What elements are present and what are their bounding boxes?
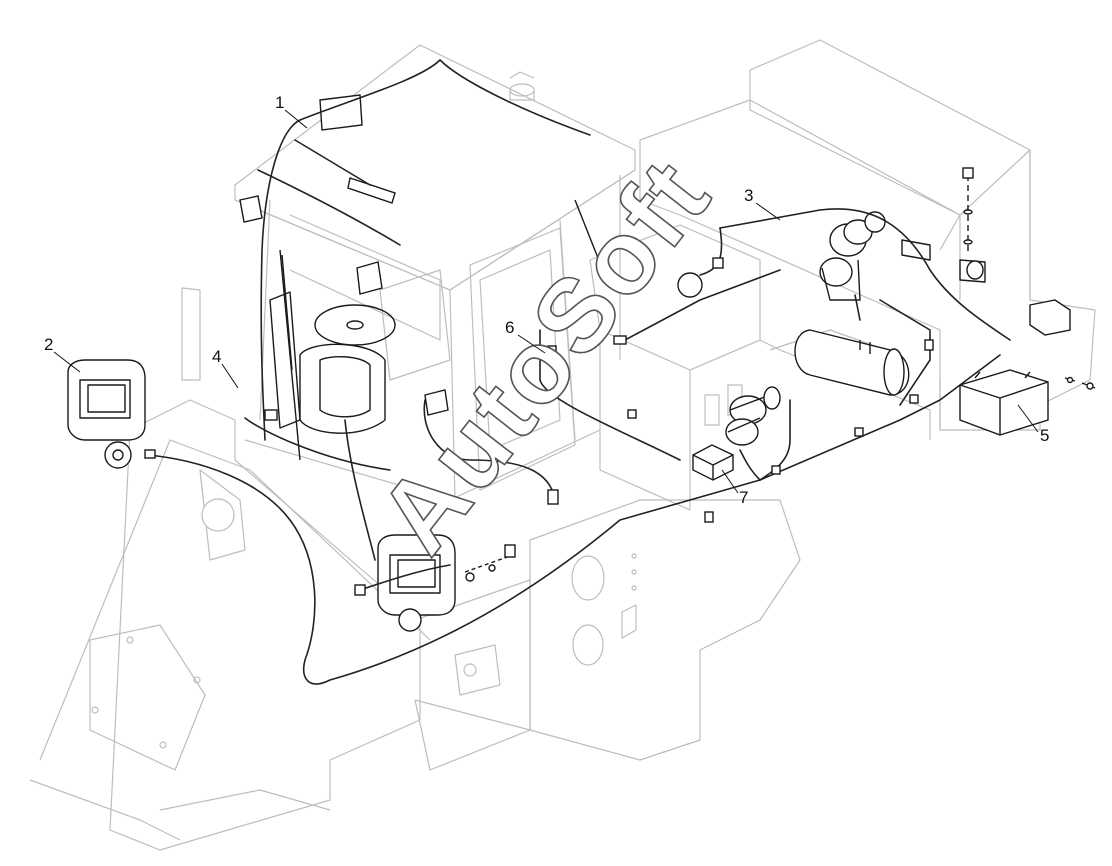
callout-2: 2	[44, 335, 81, 373]
harness-connectors	[144, 257, 934, 596]
callout-6: 6	[505, 318, 546, 354]
front-light-right	[377, 534, 516, 632]
wipers	[281, 199, 599, 371]
callout-label-2: 2	[44, 335, 53, 354]
air-tank	[794, 329, 910, 396]
callout-5: 5	[1017, 404, 1049, 445]
callout-label-1: 1	[275, 93, 284, 112]
callout-7: 7	[721, 469, 748, 507]
roof-work-lights	[239, 94, 396, 295]
alternator	[677, 211, 986, 301]
battery	[959, 369, 1049, 436]
callout-label-5: 5	[1040, 426, 1049, 445]
wiring-harness-cab-roof	[257, 59, 591, 441]
callout-label-6: 6	[505, 318, 514, 337]
loader-arm	[29, 287, 431, 851]
callout-label-7: 7	[739, 488, 748, 507]
front-light-left	[67, 359, 146, 469]
fastener-stack	[962, 167, 974, 255]
watermark: AutoSoft	[357, 138, 733, 574]
callout-label-4: 4	[212, 347, 221, 366]
center-frame	[414, 499, 801, 771]
callout-label-3: 3	[744, 186, 753, 205]
air-filter	[725, 386, 781, 446]
callout-1: 1	[275, 93, 308, 129]
battery-fasteners	[1064, 376, 1096, 390]
callout-4: 4	[212, 347, 239, 389]
operator-seat	[269, 249, 449, 461]
callout-3: 3	[744, 186, 781, 221]
wiring-harness-main	[147, 208, 1011, 685]
